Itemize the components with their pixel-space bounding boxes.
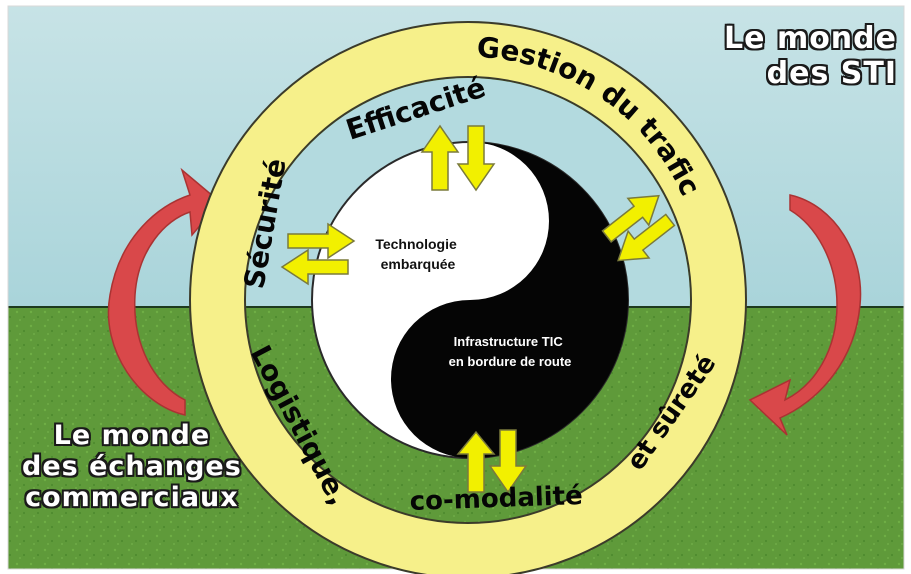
title-commerce-line-2: des échanges — [22, 451, 242, 483]
yin-yang — [311, 141, 629, 459]
arrows-top — [420, 124, 496, 192]
double-arrow-icon — [601, 194, 676, 262]
infrastructure-line-2: en bordure de route — [449, 354, 572, 369]
curved-arrow-right — [748, 194, 862, 436]
curved-arrow-left — [107, 167, 222, 416]
arrows-left — [280, 222, 356, 286]
curved-arrow-icon — [748, 194, 862, 436]
technologie-line-2: embarquée — [381, 256, 456, 272]
infrastructure-label: Infrastructure TIC en bordure de route — [449, 334, 572, 369]
title-commerce-line-1: Le monde — [53, 420, 211, 451]
curved-arrow-icon — [107, 167, 222, 416]
technologie-label: Technologie embarquée — [375, 236, 460, 272]
title-monde-echanges: Le monde des échanges commerciaux — [22, 420, 242, 513]
title-sti-line-2: des STI — [766, 55, 897, 91]
double-arrow-icon — [280, 222, 356, 286]
yang-black-shape — [391, 142, 628, 458]
arrows-right — [601, 194, 676, 262]
label-comodalite-text: co-modalité — [409, 481, 583, 517]
arrows-bottom — [456, 429, 528, 494]
title-commerce-line-3: commerciaux — [25, 482, 239, 514]
title-sti-line-1: Le monde — [724, 21, 897, 56]
technologie-line-1: Technologie — [375, 236, 457, 252]
double-arrow-icon — [456, 429, 528, 494]
title-monde-sti: Le monde des STI — [724, 21, 897, 91]
infrastructure-line-1: Infrastructure TIC — [454, 334, 564, 349]
double-arrow-icon — [420, 124, 496, 192]
label-comodalite: co-modalité — [409, 481, 583, 517]
